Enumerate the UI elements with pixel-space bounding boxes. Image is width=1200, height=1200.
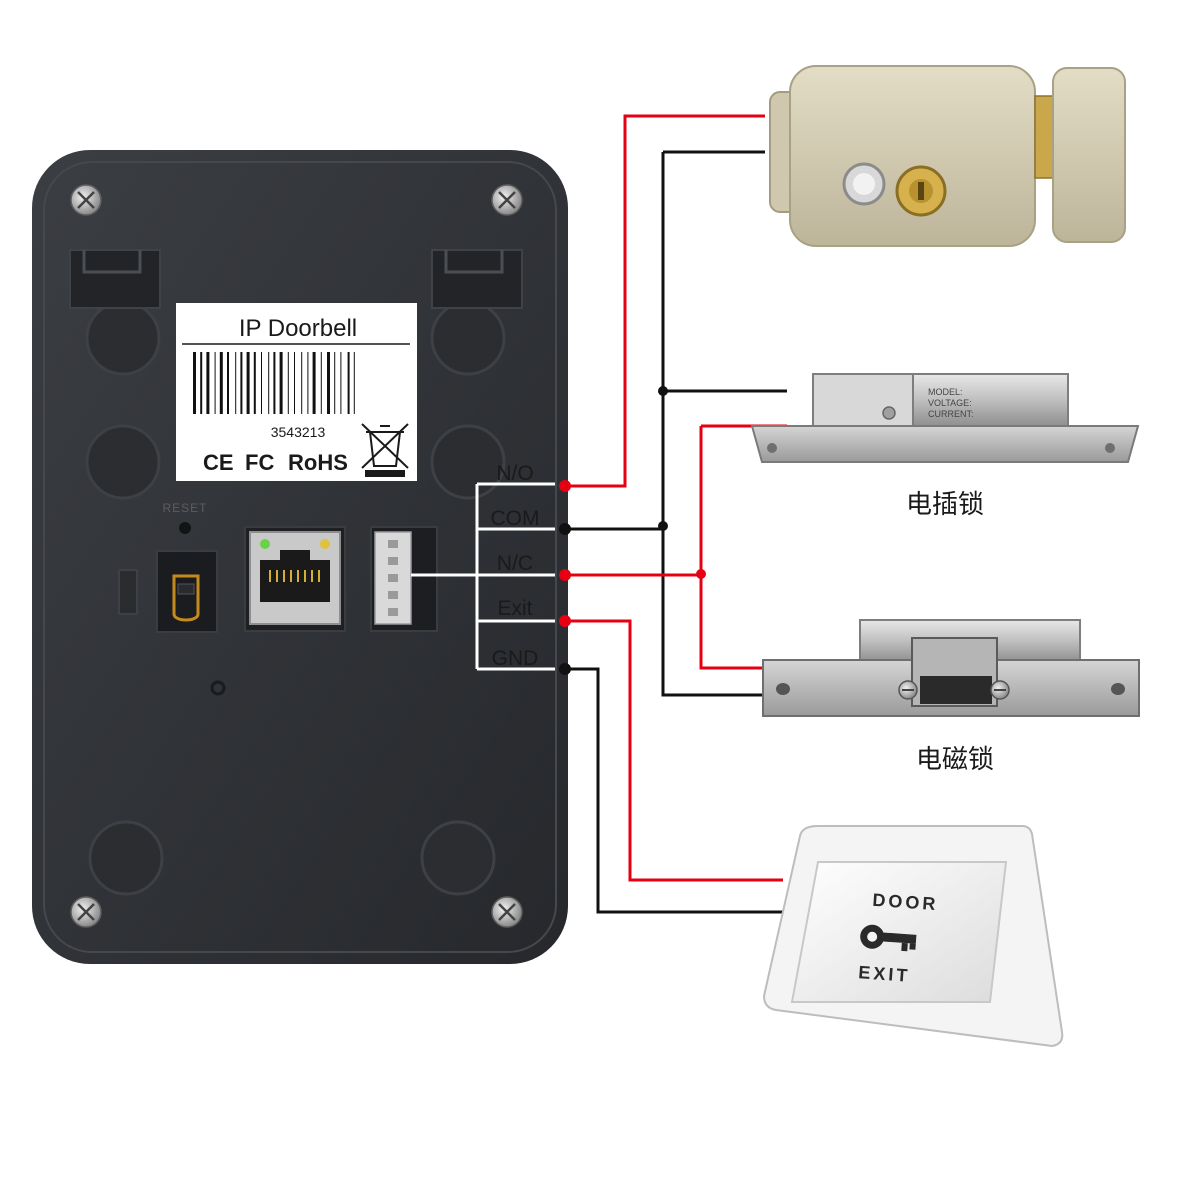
mounting-bosses	[85, 300, 506, 896]
ce-mark: CE	[203, 450, 234, 475]
wire-no-rim-lock	[565, 114, 765, 488]
strike-lock-label: 电磁锁	[916, 745, 994, 775]
screw-icons	[70, 184, 523, 928]
fc-mark: FC	[245, 450, 274, 475]
serial-number: 3543213	[271, 424, 326, 440]
rohs-mark: RoHS	[288, 450, 348, 475]
product-label: IP Doorbell 3543213 CE FC RoHS	[176, 303, 417, 481]
barcode	[193, 352, 355, 414]
key-icon	[860, 924, 917, 952]
terminal-label-exit: Exit	[497, 597, 532, 620]
screw-icon	[70, 184, 102, 216]
mic-hole	[210, 680, 226, 696]
doorbell-back-panel: IP Doorbell 3543213 CE FC RoHS RESET	[32, 150, 568, 964]
label-sticker	[176, 303, 417, 481]
terminal-label-gnd: GND	[492, 647, 539, 670]
exit-button-exit-text: EXIT	[858, 962, 911, 986]
mounting-hooks	[69, 249, 523, 309]
bolt-plate-line: CURRENT:	[928, 409, 974, 419]
bolt-lock-label: 电插锁	[906, 490, 984, 520]
bolt-plate-line: VOLTAGE:	[928, 398, 972, 408]
screw-icon	[70, 896, 102, 928]
terminal-label-com: COM	[491, 507, 540, 530]
exit-button: DOOR EXIT	[762, 825, 1064, 1048]
label-title: IP Doorbell	[239, 315, 357, 342]
weee-bin-icon	[361, 423, 409, 477]
wires	[565, 114, 787, 914]
terminal-bracket	[411, 482, 555, 671]
terminal-label-no: N/O	[496, 462, 533, 485]
reset-hole[interactable]	[179, 522, 191, 534]
wire-junctions	[559, 386, 706, 675]
wire-exit	[565, 619, 783, 882]
wire-gnd	[565, 667, 783, 914]
electric-bolt-lock: MODEL:VOLTAGE:CURRENT:	[750, 373, 1140, 463]
screw-icon	[491, 896, 523, 928]
electric-strike-lock	[762, 619, 1140, 717]
wire-com-trunk	[661, 152, 765, 697]
rim-lock	[769, 65, 1126, 247]
housing-inner-rim	[43, 161, 557, 953]
wire-nc-strike	[699, 426, 765, 670]
exit-button-door-text: DOOR	[872, 890, 939, 915]
screw-icon	[491, 184, 523, 216]
ethernet-port-icon	[244, 526, 346, 632]
bolt-plate-line: MODEL:	[928, 387, 963, 397]
power-jack-icon	[118, 550, 218, 633]
reset-label: RESET	[162, 501, 207, 515]
terminal-label-nc: N/C	[497, 552, 533, 575]
terminal-connector	[370, 526, 438, 632]
